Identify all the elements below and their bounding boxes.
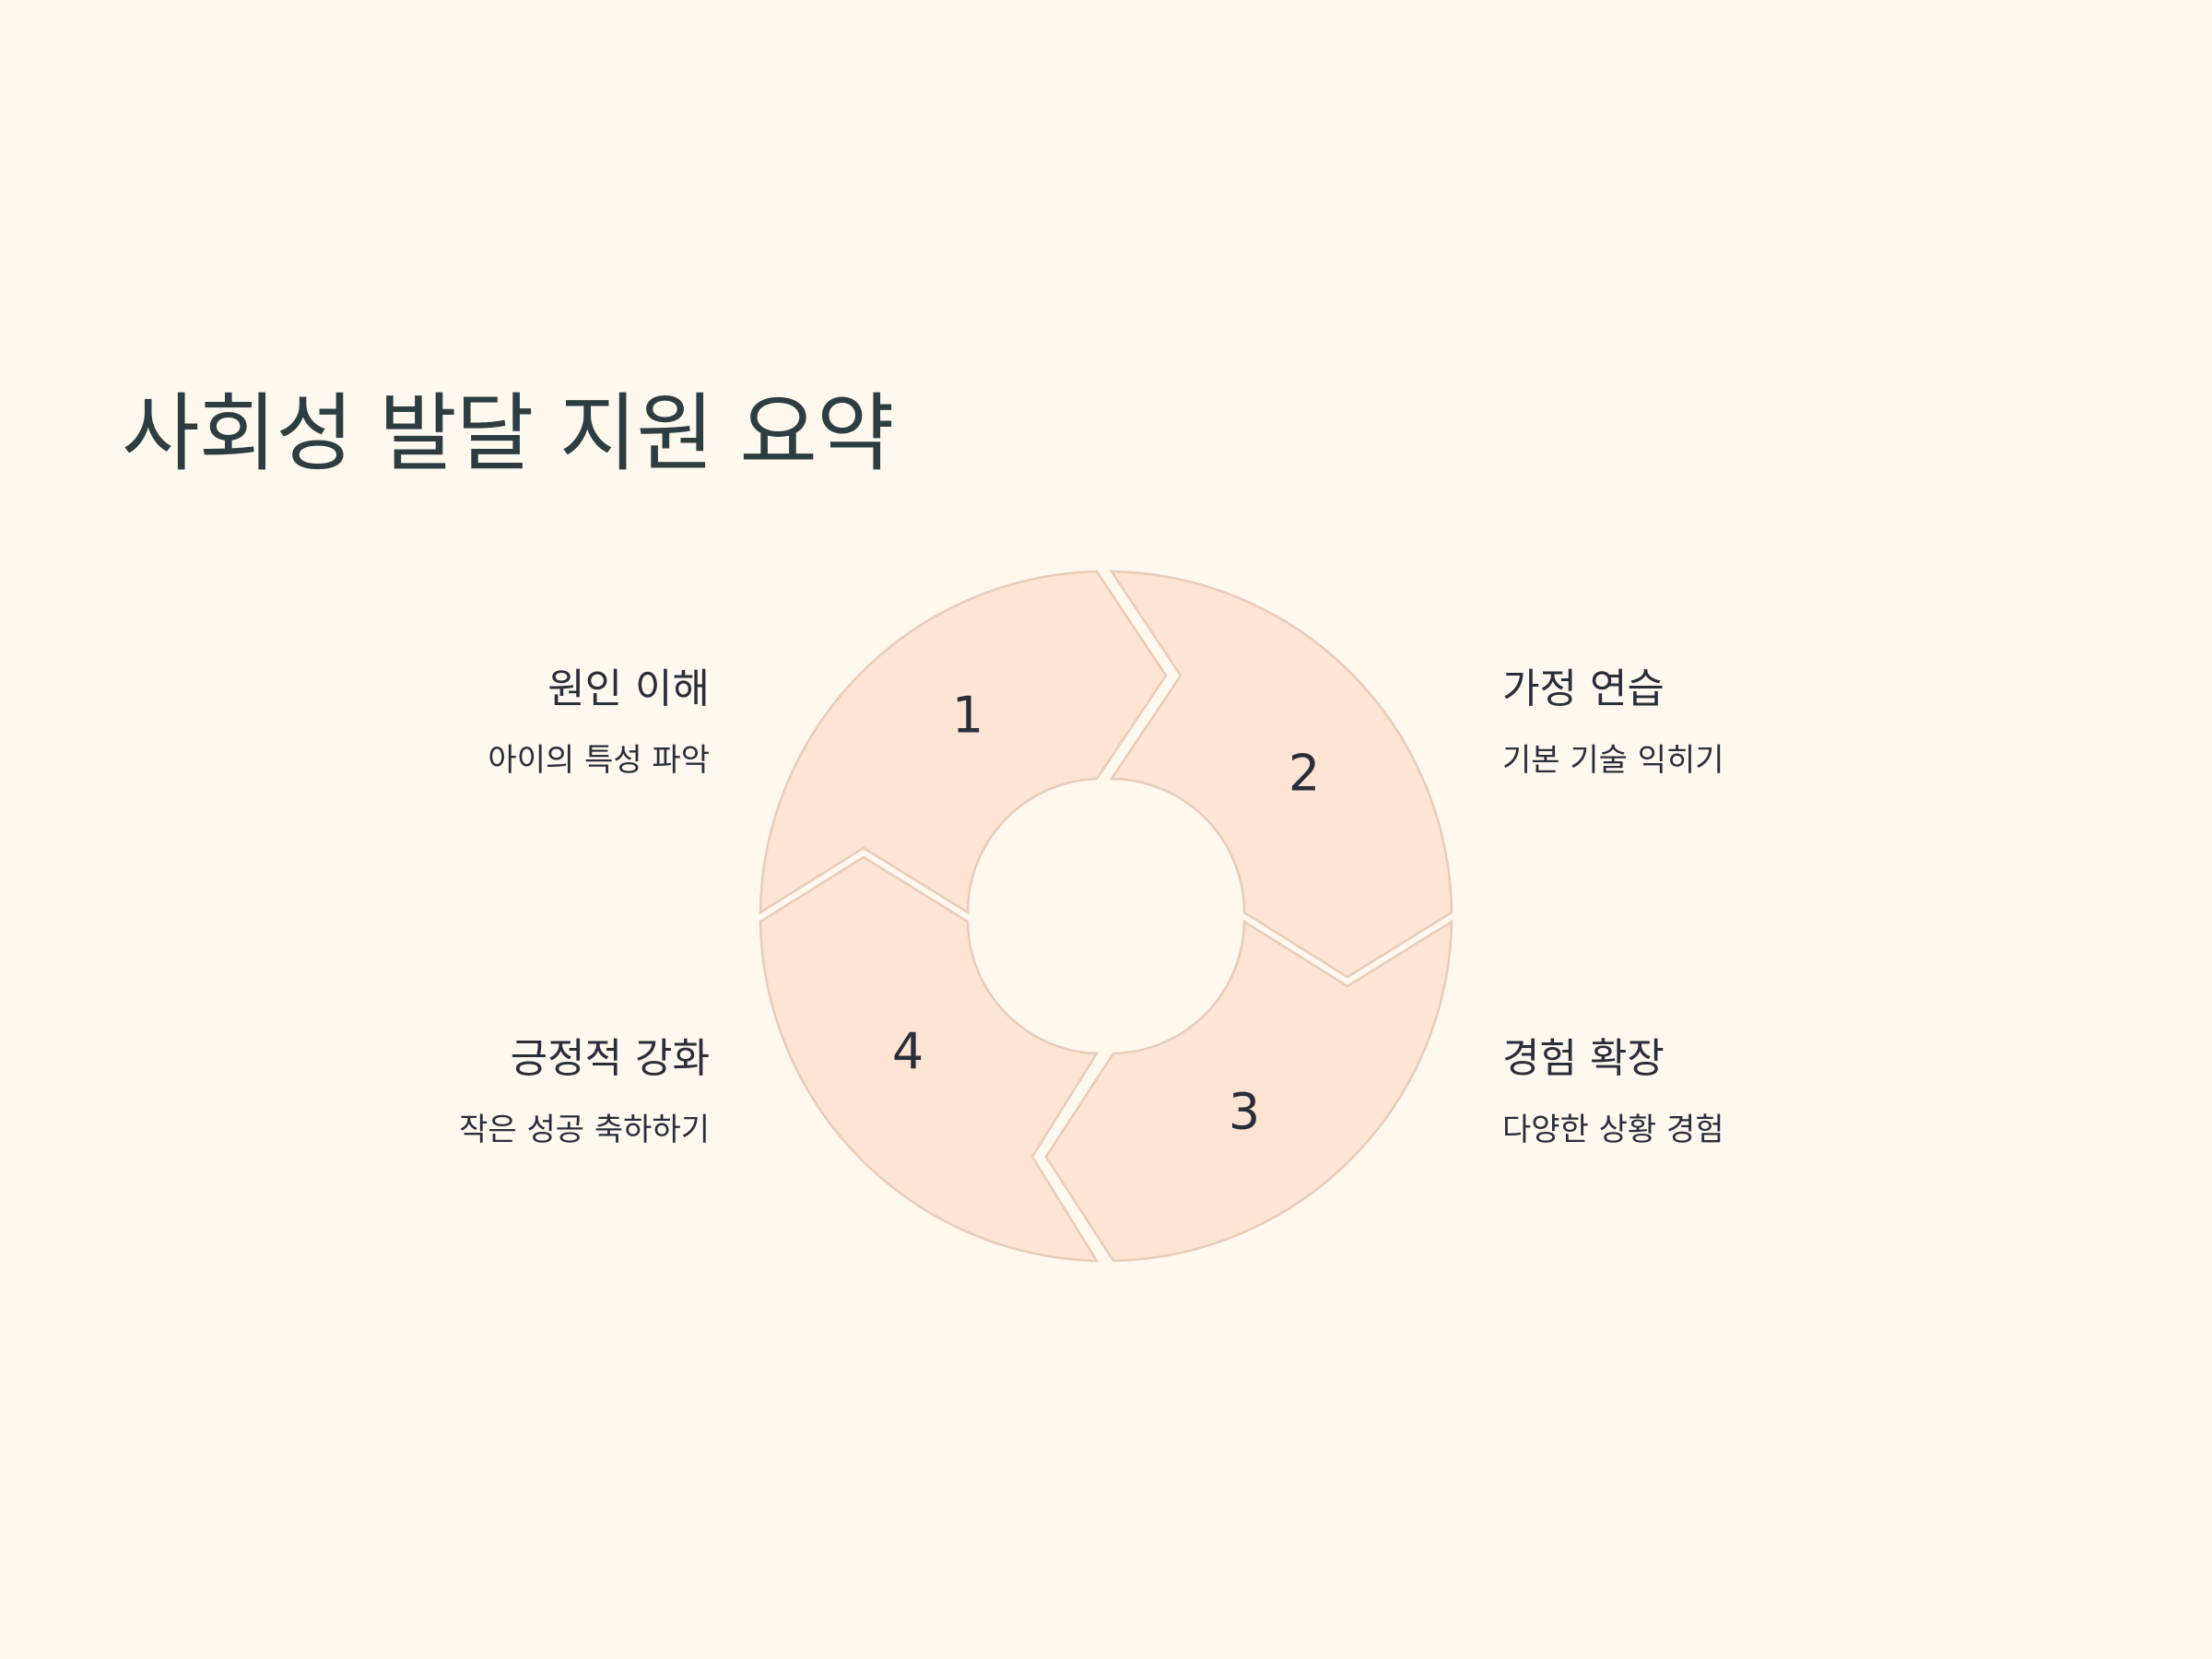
- step-title-4: 긍정적 강화: [510, 1035, 710, 1082]
- step-title-1: 원인 이해: [547, 665, 710, 712]
- step-label-4: 긍정적 강화 작은 성공 축하하기: [249, 1035, 710, 1149]
- page-title: 사회성 발달 지원 요약: [122, 384, 894, 483]
- step-description-2: 기본 기술 익히기: [1502, 741, 1724, 779]
- step-description-3: 다양한 상황 경험: [1502, 1111, 1724, 1148]
- step-number-2: 2: [1288, 745, 1320, 803]
- cycle-segment-3: [1044, 919, 1453, 1263]
- step-number-3: 3: [1229, 1083, 1260, 1141]
- step-number-4: 4: [892, 1023, 924, 1081]
- cycle-segment-4: [759, 855, 1100, 1263]
- step-label-3: 경험 확장 다양한 상황 경험: [1502, 1035, 1963, 1149]
- step-description-1: 아이의 특성 파악: [488, 741, 710, 779]
- step-label-1: 원인 이해 아이의 특성 파악: [249, 665, 710, 780]
- step-label-2: 가정 연습 기본 기술 익히기: [1502, 665, 1963, 780]
- cycle-segment-2: [1109, 570, 1453, 979]
- step-title-3: 경험 확장: [1502, 1035, 1665, 1082]
- step-description-4: 작은 성공 축하하기: [459, 1111, 710, 1148]
- step-title-2: 가정 연습: [1502, 665, 1665, 712]
- step-number-1: 1: [952, 687, 983, 745]
- cycle-segment-1: [759, 570, 1168, 915]
